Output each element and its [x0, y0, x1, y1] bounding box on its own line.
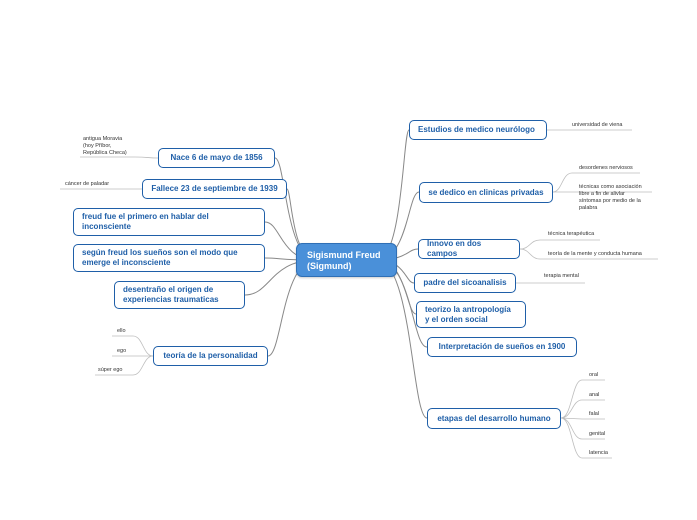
topic-fallece[interactable]: Fallece 23 de septiembre de 1939	[142, 179, 287, 199]
leaf-connector	[560, 417, 612, 459]
leaf-desordenes: desordenes nerviosos	[579, 165, 633, 171]
topic-innovo[interactable]: Innovo en dos campos	[418, 239, 520, 259]
leaf-terapia-mental: terapia mental	[544, 273, 579, 279]
leaf-connector	[560, 379, 605, 419]
topic-traumas[interactable]: desentraño el origen de experiencias tra…	[114, 281, 245, 309]
leaf-cancer: cáncer de paladar	[65, 181, 110, 187]
leaf-super-ego: súper ego	[98, 367, 123, 373]
leaf-ego: ego	[117, 348, 127, 354]
topic-padre[interactable]: padre del sicoanalisis	[414, 273, 516, 293]
leaf-connector	[560, 417, 605, 420]
topic-nace[interactable]: Nace 6 de mayo de 1856	[158, 148, 275, 168]
leaf-connector	[560, 399, 605, 419]
leaf-connector	[95, 355, 154, 376]
topic-etapas[interactable]: etapas del desarrollo humano	[427, 408, 561, 429]
central-topic[interactable]: Sigismund Freud (Sigmund)	[296, 243, 397, 277]
leaf-connector	[519, 248, 658, 260]
leaf-connector	[552, 172, 640, 193]
topic-suenos[interactable]: Interpretación de sueños en 1900	[427, 337, 577, 357]
leaf-oral: oral	[589, 372, 599, 378]
topic-inconsciente[interactable]: freud fue el primero en hablar del incon…	[73, 208, 265, 236]
leaf-teoria-mente: teoría de la mente y conducta humana	[548, 251, 642, 257]
topic-antropologia[interactable]: teorizo la antropología y el orden socia…	[416, 301, 526, 328]
leaf-falal: falal	[589, 411, 600, 417]
topic-sueños-inconsciente[interactable]: según freud los sueños son el modo que e…	[73, 244, 265, 272]
leaf-universidad: universidad de viena	[572, 122, 623, 128]
leaf-connector	[519, 239, 600, 250]
leaf-moravia: antigua Moravia (hoy Příbor, República C…	[83, 136, 127, 156]
branch-connector	[376, 129, 410, 261]
leaf-tecnica-terapeutica: técnica terapéutica	[548, 231, 595, 237]
leaf-anal: anal	[589, 392, 600, 398]
leaf-connector	[112, 335, 154, 357]
topic-clinicas[interactable]: se dedico en clinicas privadas	[419, 182, 553, 203]
topic-estudios[interactable]: Estudios de medico neurólogo	[409, 120, 547, 140]
leaf-tecnicas-asociacion: técnicas como asociación libre a fin de …	[579, 184, 642, 211]
leaf-ello: ello	[117, 328, 126, 334]
leaf-latencia: latencia	[589, 450, 608, 456]
topic-personalidad[interactable]: teoría de la personalidad	[153, 346, 268, 366]
leaf-genital: genital	[589, 431, 606, 437]
leaf-connector	[80, 156, 159, 159]
